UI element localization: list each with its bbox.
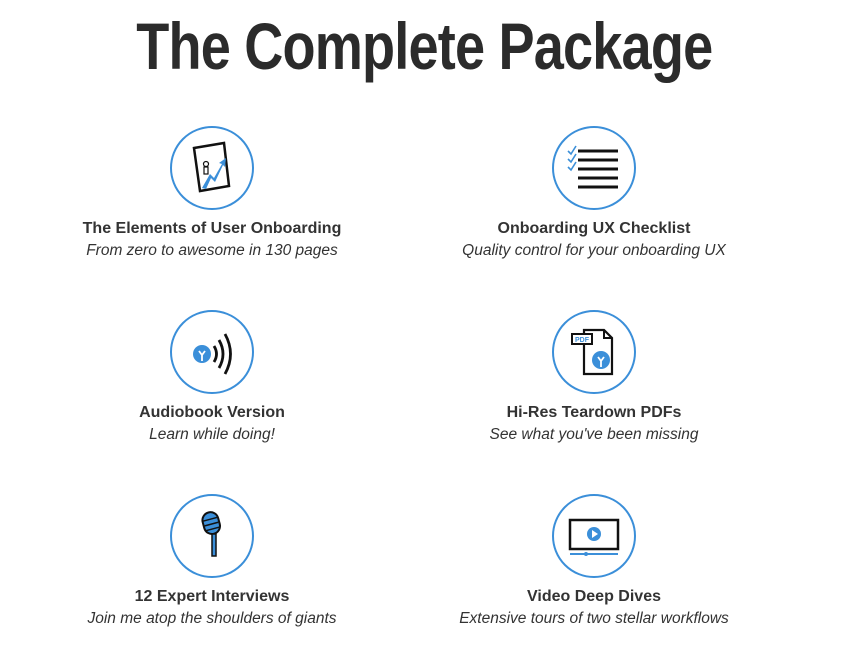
feature-subtitle: Learn while doing! [149,426,275,443]
feature-title: Video Deep Dives [527,588,661,605]
feature-teardown-pdfs: PDF Hi-Res Teardown PDFs See what you've… [404,310,784,444]
feature-checklist: Onboarding UX Checklist Quality control … [404,126,784,260]
feature-title: Audiobook Version [139,404,285,421]
feature-subtitle: Extensive tours of two stellar workflows [459,610,729,627]
page-title-text: The Complete Package [135,9,713,83]
checklist-icon [552,126,636,210]
pdf-icon: PDF [552,310,636,394]
feature-video-deep-dives: Video Deep Dives Extensive tours of two … [404,494,784,628]
feature-title: The Elements of User Onboarding [82,220,342,237]
feature-title: 12 Expert Interviews [134,588,290,605]
feature-title: Onboarding UX Checklist [497,220,691,237]
feature-expert-interviews: 12 Expert Interviews Join me atop the sh… [22,494,402,628]
feature-subtitle: From zero to awesome in 130 pages [86,242,338,259]
feature-subtitle: See what you've been missing [489,426,699,443]
feature-audiobook: Audiobook Version Learn while doing! [22,310,402,444]
book-chart-icon [170,126,254,210]
feature-title: Hi-Res Teardown PDFs [506,404,682,421]
feature-elements-of-onboarding: The Elements of User Onboarding From zer… [22,126,402,260]
microphone-icon [170,494,254,578]
feature-subtitle: Quality control for your onboarding UX [462,242,726,259]
pdf-badge: PDF [575,337,590,344]
audio-icon [170,310,254,394]
page-title: The Complete Package [0,8,848,84]
feature-subtitle: Join me atop the shoulders of giants [87,610,337,627]
video-icon [552,494,636,578]
